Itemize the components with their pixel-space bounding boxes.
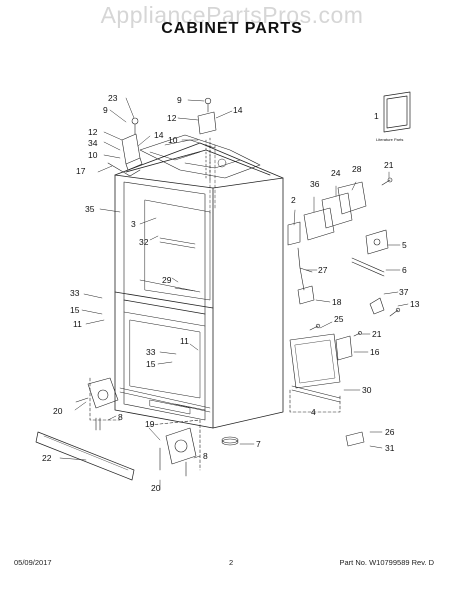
control-housing-parts: [287, 177, 401, 317]
callout-14: 14: [154, 130, 164, 140]
ring-and-valve: [221, 431, 365, 447]
callout-14: 14: [233, 105, 243, 115]
callout-8: 8: [203, 451, 208, 461]
callout-10: 10: [88, 150, 98, 160]
cabinet-body: [114, 134, 284, 429]
callout-13: 13: [410, 299, 420, 309]
upper-hinge-left: [107, 117, 143, 177]
page-title: CABINET PARTS: [161, 20, 303, 37]
callout-32: 32: [139, 237, 149, 247]
watermark: AppliancePartsPros.com: [100, 2, 364, 28]
callout-21: 21: [372, 329, 382, 339]
callout-labels: 23 9 12 34 10 17 14 9 12 14 10 1 Literat…: [42, 93, 420, 493]
lower-hinge-left: [75, 377, 121, 431]
callout-8: 8: [118, 412, 123, 422]
callout-26: 26: [385, 427, 395, 437]
footer-part-number: Part No. W10799589 Rev. D: [339, 558, 435, 567]
lower-hinge-right: [149, 419, 201, 477]
callout-3: 3: [131, 219, 136, 229]
callout-33: 33: [146, 347, 156, 357]
callout-20: 20: [53, 406, 63, 416]
callout-15: 15: [70, 305, 80, 315]
callout-5: 5: [402, 240, 407, 250]
callout-25: 25: [334, 314, 344, 324]
callout-35: 35: [85, 204, 95, 214]
callout-22: 22: [42, 453, 52, 463]
callout-30: 30: [362, 385, 372, 395]
footer-page-number: 2: [229, 558, 234, 567]
literature-parts-label: Literature Parts: [376, 137, 403, 142]
literature-parts-booklet: [383, 91, 411, 133]
callout-28: 28: [352, 164, 362, 174]
callout-23: 23: [108, 93, 118, 103]
callout-4: 4: [311, 407, 316, 417]
upper-hinge-right: [197, 97, 217, 183]
callout-11: 11: [73, 319, 82, 329]
door-panel-parts: [289, 323, 362, 413]
callout-27: 27: [318, 265, 328, 275]
callout-11: 11: [180, 336, 189, 346]
callout-18: 18: [332, 297, 342, 307]
callout-29: 29: [162, 275, 172, 285]
callout-16: 16: [370, 347, 380, 357]
callout-2: 2: [291, 195, 296, 205]
callout-20: 20: [151, 483, 161, 493]
callout-31: 31: [385, 443, 395, 453]
callout-19: 19: [145, 419, 155, 429]
callout-21: 21: [384, 160, 394, 170]
toe-grille: [35, 431, 135, 481]
callout-12: 12: [167, 113, 177, 123]
callout-34: 34: [88, 138, 98, 148]
callout-6: 6: [402, 265, 407, 275]
callout-12: 12: [88, 127, 98, 137]
callout-9: 9: [177, 95, 182, 105]
callout-7: 7: [256, 439, 261, 449]
callout-37: 37: [399, 287, 409, 297]
callout-9: 9: [103, 105, 108, 115]
callout-10: 10: [168, 135, 178, 145]
callout-17: 17: [76, 166, 86, 176]
callout-33: 33: [70, 288, 80, 298]
callout-36: 36: [310, 179, 320, 189]
leader-lines: [59, 97, 409, 491]
footer-date: 05/09/2017: [14, 558, 52, 567]
callout-24: 24: [331, 168, 341, 178]
callout-15: 15: [146, 359, 156, 369]
callout-1: 1: [374, 111, 379, 121]
